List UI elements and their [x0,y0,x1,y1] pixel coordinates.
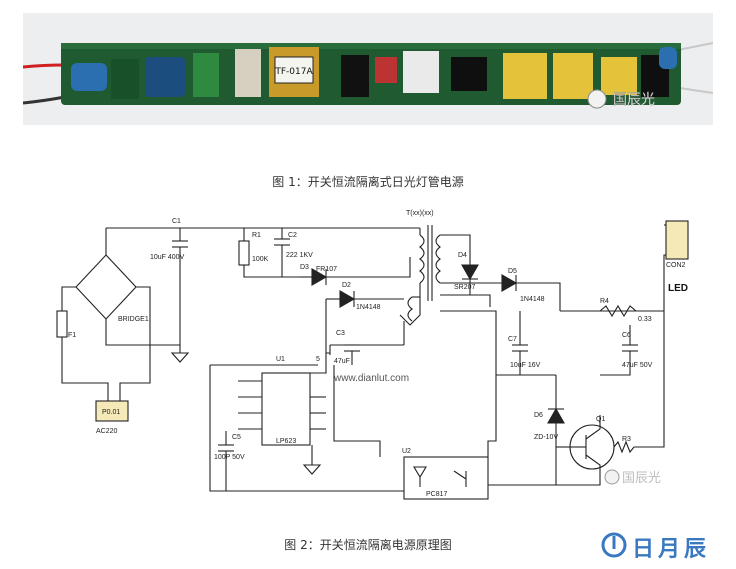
u1-ref: U1 [276,356,285,363]
brand-logo: 日月辰 [600,530,730,562]
d4-value: SR207 [454,284,476,291]
website-watermark: www.dianlut.com [333,373,409,384]
d6-ref: D6 [534,412,543,419]
c1-value: 10uF 400V [150,254,185,261]
d4-ref: D4 [458,252,467,259]
u1-pin5: 5 [316,356,320,363]
q1-ref: Q1 [596,416,605,423]
u1-value: LP623 [276,438,296,445]
c7-ref: C7 [508,336,517,343]
schematic-svg: T(xx)(xx) C1 10uF 400V R1 100K C2 222 1K… [56,210,689,500]
led-label: LED [668,283,688,294]
r3-ref: R3 [622,436,631,443]
schematic-diagram: T(xx)(xx) C1 10uF 400V R1 100K C2 222 1K… [0,195,736,530]
logo-mark-icon [601,532,627,558]
transformer-label: TF-017A [274,67,313,77]
c6-value: 47uF 50V [622,362,653,369]
ac-connector-ref: P0.01 [102,409,120,416]
c3-ref: C3 [336,330,345,337]
u2-ref: U2 [402,448,411,455]
bridge-ref: BRIDGE1 [118,316,149,323]
d5-value: 1N4148 [520,296,545,303]
figure-1-caption: 图 1：开关恒流隔离式日光灯管电源 [272,175,464,189]
r1-ref: R1 [252,232,261,239]
r4-ref: R4 [600,298,609,305]
c1-ref: C1 [172,218,181,225]
d2-value: 1N4148 [356,304,381,311]
schematic-watermark: 国辰光 [622,470,661,485]
wechat-icon [587,89,607,109]
photo-watermark: 国辰光 [613,92,655,108]
d3-value: FR107 [316,266,337,273]
led-driver-board-photo: TF-017A 国辰光 [22,13,714,125]
led-connector-ref: CON2 [666,262,686,269]
ac-label: AC220 [96,428,118,435]
d3-ref: D3 [300,264,309,271]
figure-2-caption: 图 2：开关恒流隔离电源原理图 [284,538,452,552]
c6-ref: C6 [622,332,631,339]
c5-ref: C5 [232,434,241,441]
fuse-ref: F1 [68,332,76,339]
c2-value: 222 1KV [286,252,313,259]
d5-ref: D5 [508,268,517,275]
c3-value: 47uF [334,358,350,365]
d6-value: ZD-10V [534,434,558,441]
c5-value: 100P 50V [214,454,245,461]
r1-value: 100K [252,256,269,263]
r4-value: 0.33 [638,316,652,323]
board-photo-illustration: TF-017A 国辰光 [22,13,714,125]
transformer-ref: T(xx)(xx) [406,210,434,217]
wechat-icon-2 [604,469,620,485]
c2-ref: C2 [288,232,297,239]
c7-value: 10uF 16V [510,362,541,369]
d2-ref: D2 [342,282,351,289]
logo-text: 日月辰 [632,537,711,562]
u2-value: PC817 [426,491,448,498]
